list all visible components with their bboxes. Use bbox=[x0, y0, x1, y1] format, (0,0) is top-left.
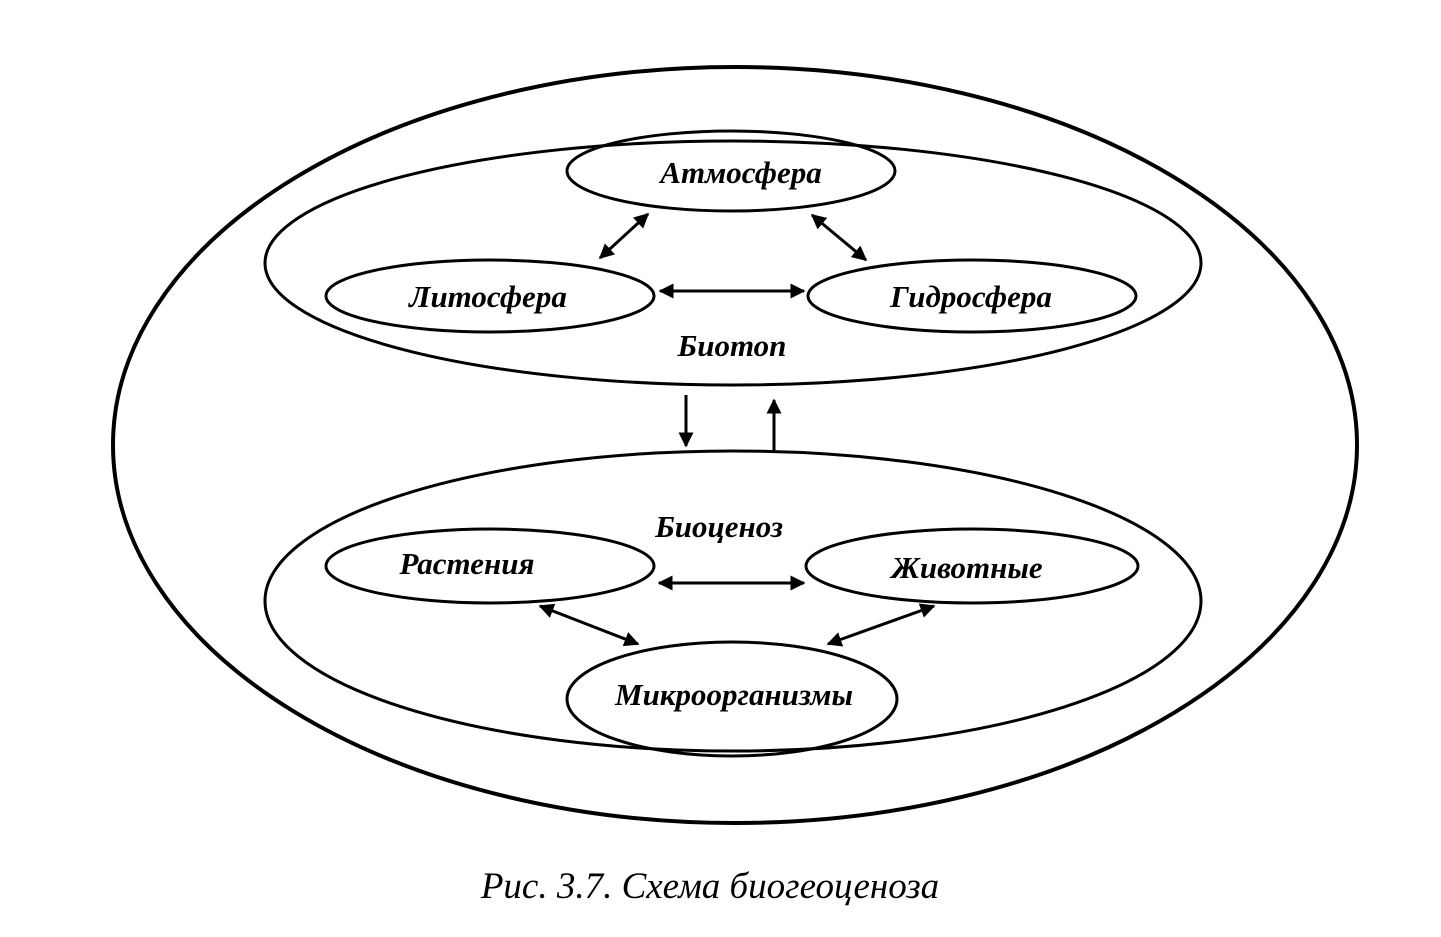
microorganisms-label: Микроорганизмы bbox=[614, 677, 853, 712]
plants-microorganisms-arrow bbox=[538, 603, 640, 647]
atmosphere-hydrosphere-arrow bbox=[810, 213, 868, 262]
animals-label: Животные bbox=[889, 550, 1042, 585]
microorganisms-node bbox=[565, 640, 899, 758]
biocenoz-group-ellipse bbox=[263, 449, 1203, 753]
lithosphere-label: Литосфера bbox=[407, 279, 567, 314]
biogeocenosis-outer-ellipse bbox=[111, 65, 1359, 825]
lithosphere-atmosphere-arrow bbox=[598, 212, 650, 260]
animals-node bbox=[804, 527, 1140, 605]
atmosphere-label: Атмосфера bbox=[658, 155, 821, 190]
biotop-label: Биотоп bbox=[677, 328, 787, 363]
hydrosphere-label: Гидросфера bbox=[889, 279, 1052, 314]
biocenoz-label: Биоценоз bbox=[654, 509, 783, 544]
plants-node bbox=[324, 527, 656, 605]
hydrosphere-node bbox=[806, 258, 1138, 334]
plants-label: Растения bbox=[399, 546, 535, 581]
animals-microorganisms-arrow bbox=[826, 603, 936, 647]
atmosphere-node bbox=[565, 129, 897, 213]
biotop-group-ellipse bbox=[263, 139, 1203, 387]
figure-caption: Рис. 3.7. Схема биогеоценоза bbox=[480, 866, 939, 907]
lithosphere-node bbox=[324, 258, 656, 334]
